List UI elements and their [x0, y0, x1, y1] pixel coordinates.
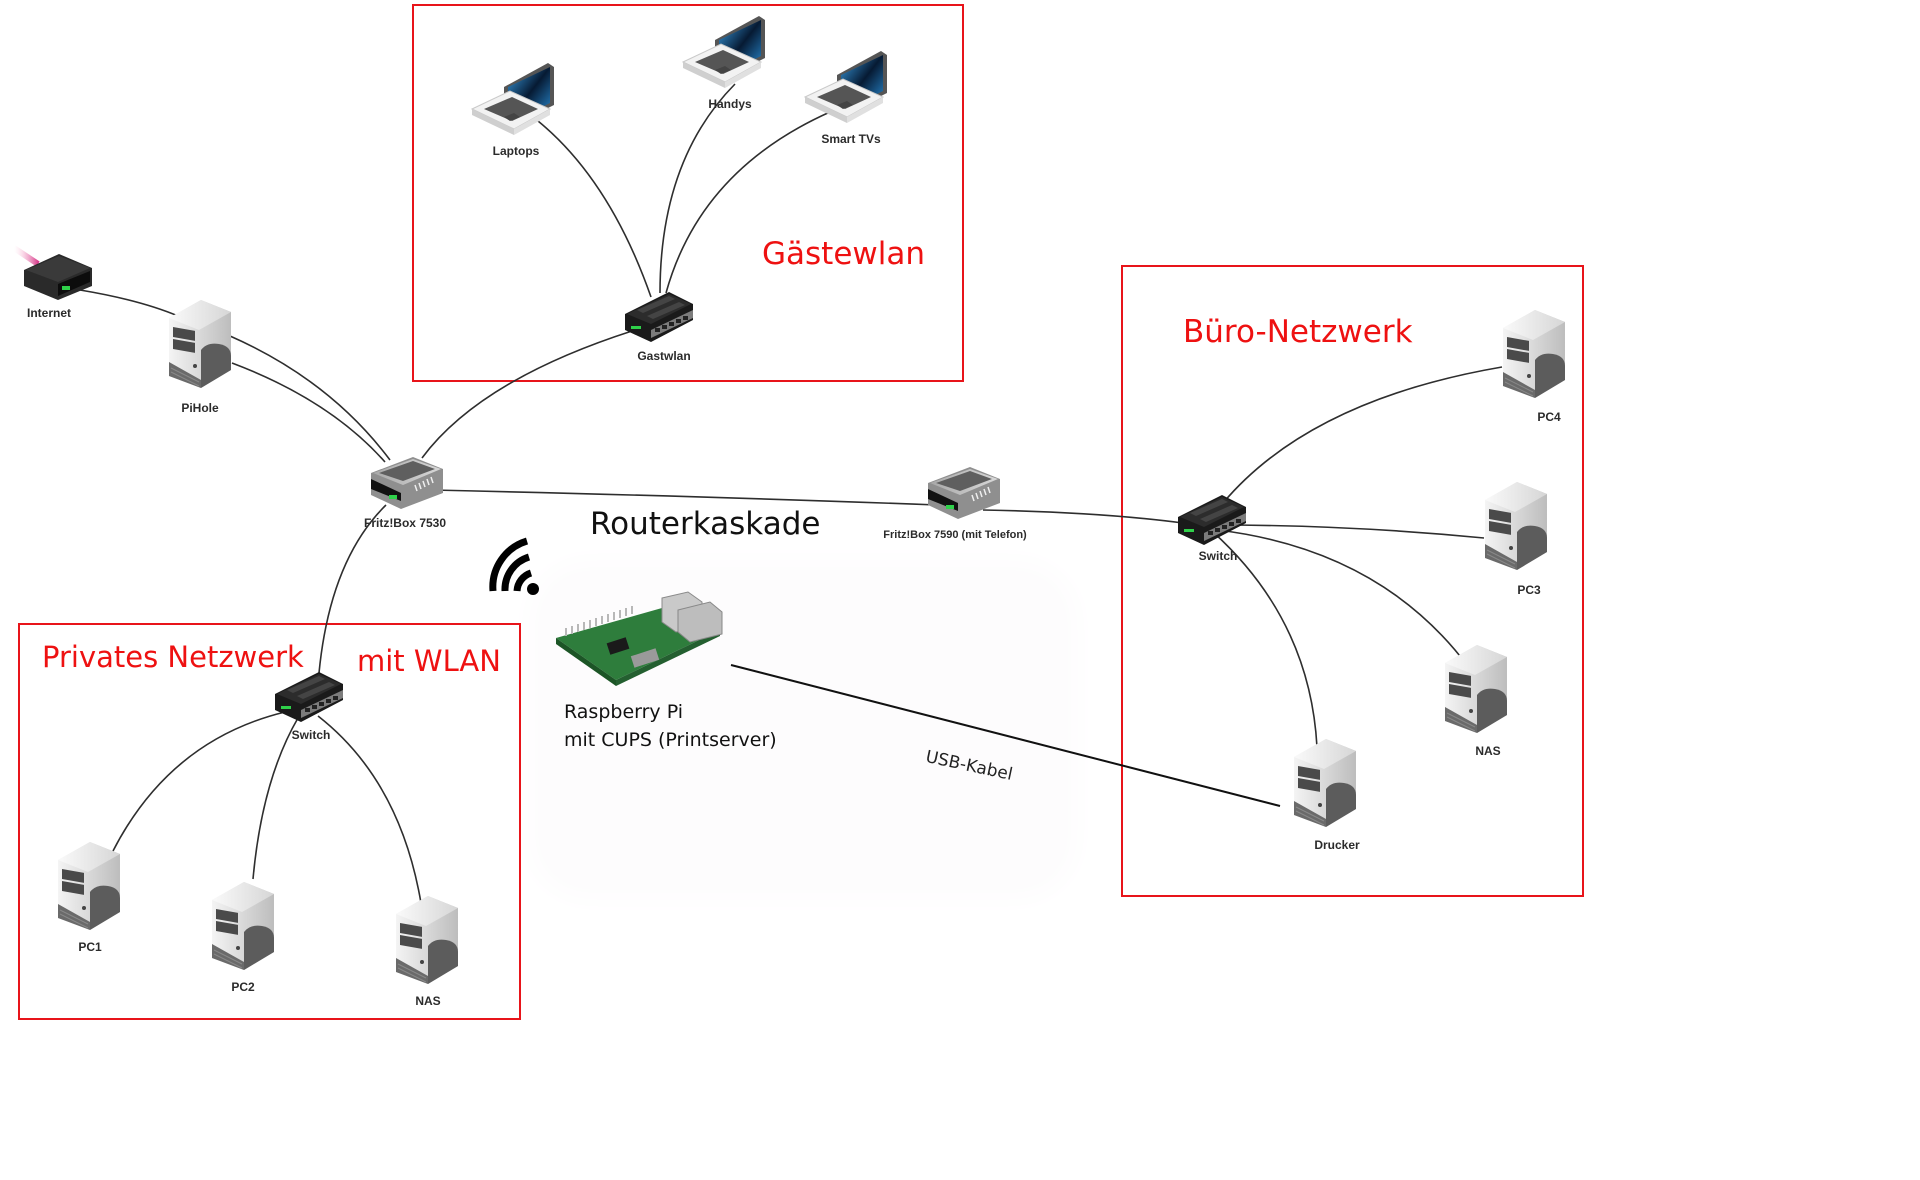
laptop-icon	[681, 10, 769, 90]
edge-gastwlan-smarttvs	[665, 111, 831, 294]
edge-usb-raspberry-drucker	[730, 664, 1281, 807]
edge-internet-pihole	[79, 289, 179, 317]
node-priv-nas[interactable]	[394, 894, 460, 991]
switch-icon	[273, 670, 345, 725]
edge-fritzbox7530-privswitch	[318, 504, 387, 674]
router-icon	[922, 465, 1002, 521]
group-box-gaestewlan	[412, 4, 964, 382]
node-label-handys: Handys	[708, 97, 752, 111]
edge-bueroswitch-bueronas	[1217, 529, 1468, 666]
group-title-privat: Privates Netzwerk	[42, 640, 304, 674]
server-icon	[210, 880, 276, 972]
edge-pihole-fritzbox7530-a	[229, 335, 391, 461]
edge-bueroswitch-drucker	[1212, 531, 1318, 748]
node-label-buero-nas: NAS	[1475, 744, 1501, 758]
edge-privswitch-pc2	[252, 717, 299, 880]
node-label-priv-switch: Switch	[291, 728, 331, 742]
server-icon	[1483, 480, 1549, 572]
raspberry-pi-label-line2: mit CUPS (Printserver)	[564, 729, 777, 751]
node-label-fritzbox7590: Fritz!Box 7590 (mit Telefon)	[883, 529, 1027, 541]
edge-gastwlan-handys	[659, 83, 736, 294]
edge-privswitch-pc1	[112, 711, 286, 852]
node-pc1[interactable]	[56, 840, 122, 937]
group-title-buero: Büro-Netzwerk	[1183, 314, 1413, 350]
node-priv-switch[interactable]	[273, 670, 345, 730]
node-label-priv-nas: NAS	[415, 994, 441, 1008]
node-handys[interactable]	[681, 10, 769, 95]
server-icon	[56, 840, 122, 932]
raspberry-pi-label: Raspberry Pi mit CUPS (Printserver)	[564, 698, 777, 754]
modem-icon	[12, 245, 92, 300]
node-buero-switch[interactable]	[1176, 493, 1248, 553]
node-pc4[interactable]	[1501, 308, 1567, 405]
edge-bueroswitch-pc4	[1222, 366, 1503, 504]
node-buero-nas[interactable]	[1443, 643, 1509, 740]
edge-privswitch-privnas	[317, 715, 422, 904]
server-icon	[168, 299, 232, 389]
edge-fritzbox7590-buerobswitch	[982, 509, 1184, 524]
node-gastwlan[interactable]	[623, 290, 695, 350]
edge-bueroswitch-pc3	[1217, 524, 1485, 539]
group-title-gaestewlan: Gästewlan	[762, 236, 926, 272]
node-label-pc4: PC4	[1537, 410, 1561, 424]
node-fritzbox7590[interactable]	[922, 465, 1002, 526]
node-label-fritzbox7530: Fritz!Box 7530	[363, 516, 447, 530]
node-pc3[interactable]	[1483, 480, 1549, 577]
wifi-icon	[483, 533, 543, 602]
edge-gastwlan-laptops	[537, 120, 652, 298]
node-internet[interactable]	[12, 244, 94, 305]
node-label-pc1: PC1	[78, 940, 102, 954]
group-box-privat	[18, 623, 521, 1020]
node-label-gastwlan: Gastwlan	[637, 349, 691, 363]
node-label-smarttvs: Smart TVs	[821, 132, 881, 146]
node-smarttvs[interactable]	[803, 45, 891, 130]
raspberry-pi-icon	[556, 591, 723, 686]
edge-fritzbox7530-gastwlan	[421, 330, 633, 459]
node-label-pihole: PiHole	[181, 401, 219, 415]
raspberry-pi-label-line1: Raspberry Pi	[564, 701, 684, 723]
diagram-title: Routerkaskade	[590, 506, 821, 542]
server-icon	[1292, 737, 1358, 829]
node-label-pc3: PC3	[1517, 583, 1541, 597]
node-fritzbox7530[interactable]	[365, 455, 445, 516]
node-laptops[interactable]	[470, 57, 558, 142]
edge-fritzbox7530-fritzbox7590	[431, 489, 938, 506]
node-label-internet: Internet	[26, 306, 72, 320]
node-drucker[interactable]	[1292, 737, 1358, 834]
node-pihole[interactable]	[167, 298, 233, 395]
switch-icon	[1176, 493, 1248, 548]
node-pc2[interactable]	[210, 880, 276, 977]
server-icon	[394, 894, 460, 986]
edge-pihole-fritzbox7530-b	[231, 362, 386, 463]
switch-icon	[623, 290, 695, 345]
group-subtitle-privat: mit WLAN	[357, 644, 501, 678]
node-raspberry-pi[interactable]	[552, 588, 724, 693]
router-icon	[365, 455, 445, 511]
node-label-laptops: Laptops	[492, 144, 540, 158]
node-label-buero-switch: Switch	[1198, 549, 1238, 563]
node-label-drucker: Drucker	[1314, 838, 1360, 852]
group-box-buero	[1121, 265, 1584, 897]
laptop-icon	[470, 57, 558, 137]
node-label-pc2: PC2	[231, 980, 255, 994]
laptop-icon	[803, 45, 891, 125]
server-icon	[1501, 308, 1567, 400]
server-icon	[1443, 643, 1509, 735]
